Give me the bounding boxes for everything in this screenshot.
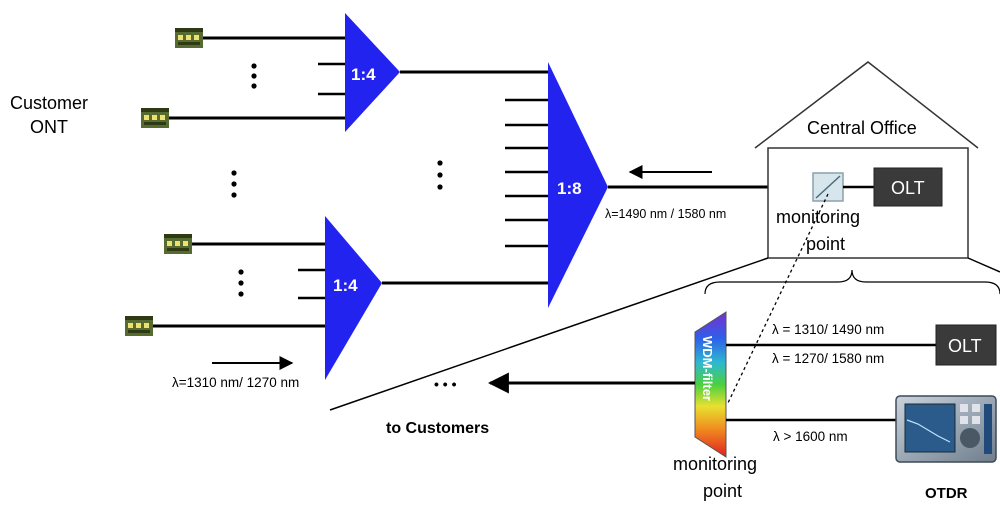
zoom-line-right (968, 258, 1000, 272)
olt-wavelength-2: λ = 1270/ 1580 nm (772, 351, 884, 366)
olt-label-central: OLT (891, 178, 925, 198)
ont-label: ONT (30, 117, 68, 137)
splitter-top-ratio: 1:4 (351, 65, 376, 84)
horizontal-ellipsis: • • • (434, 376, 457, 392)
point-label-bottom: point (703, 481, 742, 501)
central-office-house (755, 62, 978, 258)
olt-label-lower: OLT (948, 336, 982, 356)
ont-drop-fibers (153, 38, 345, 326)
upstream-wavelength: λ=1310 nm/ 1270 nm (172, 375, 299, 390)
zoom-brace (705, 270, 1000, 294)
distribution-fibers (382, 72, 548, 283)
ont-device-icon (164, 234, 192, 254)
wdm-filter-label: WDM-filter (700, 336, 715, 401)
splitter-bottom-ratio: 1:4 (333, 276, 358, 295)
splitter-1-4-bottom (325, 216, 382, 380)
customer-label: Customer (10, 93, 88, 113)
ont-device-icon (175, 28, 203, 48)
otdr-label: OTDR (925, 485, 968, 502)
otdr-device-icon (896, 396, 996, 462)
to-customers-label: to Customers (386, 420, 489, 437)
monitoring-label-bottom: monitoring (673, 454, 757, 474)
olt-wavelength-1: λ = 1310/ 1490 nm (772, 322, 884, 337)
point-label-top: point (806, 234, 845, 254)
ont-device-icon (125, 316, 153, 336)
splitter-ports-large (505, 100, 548, 246)
splitter-large-ratio: 1:8 (557, 179, 582, 198)
ont-device-icon (141, 108, 169, 128)
monitoring-label-top: monitoring (776, 207, 860, 227)
central-office-label: Central Office (807, 118, 917, 138)
otdr-wavelength: λ > 1600 nm (773, 429, 848, 444)
downstream-wavelength: λ=1490 nm / 1580 nm (605, 207, 726, 221)
